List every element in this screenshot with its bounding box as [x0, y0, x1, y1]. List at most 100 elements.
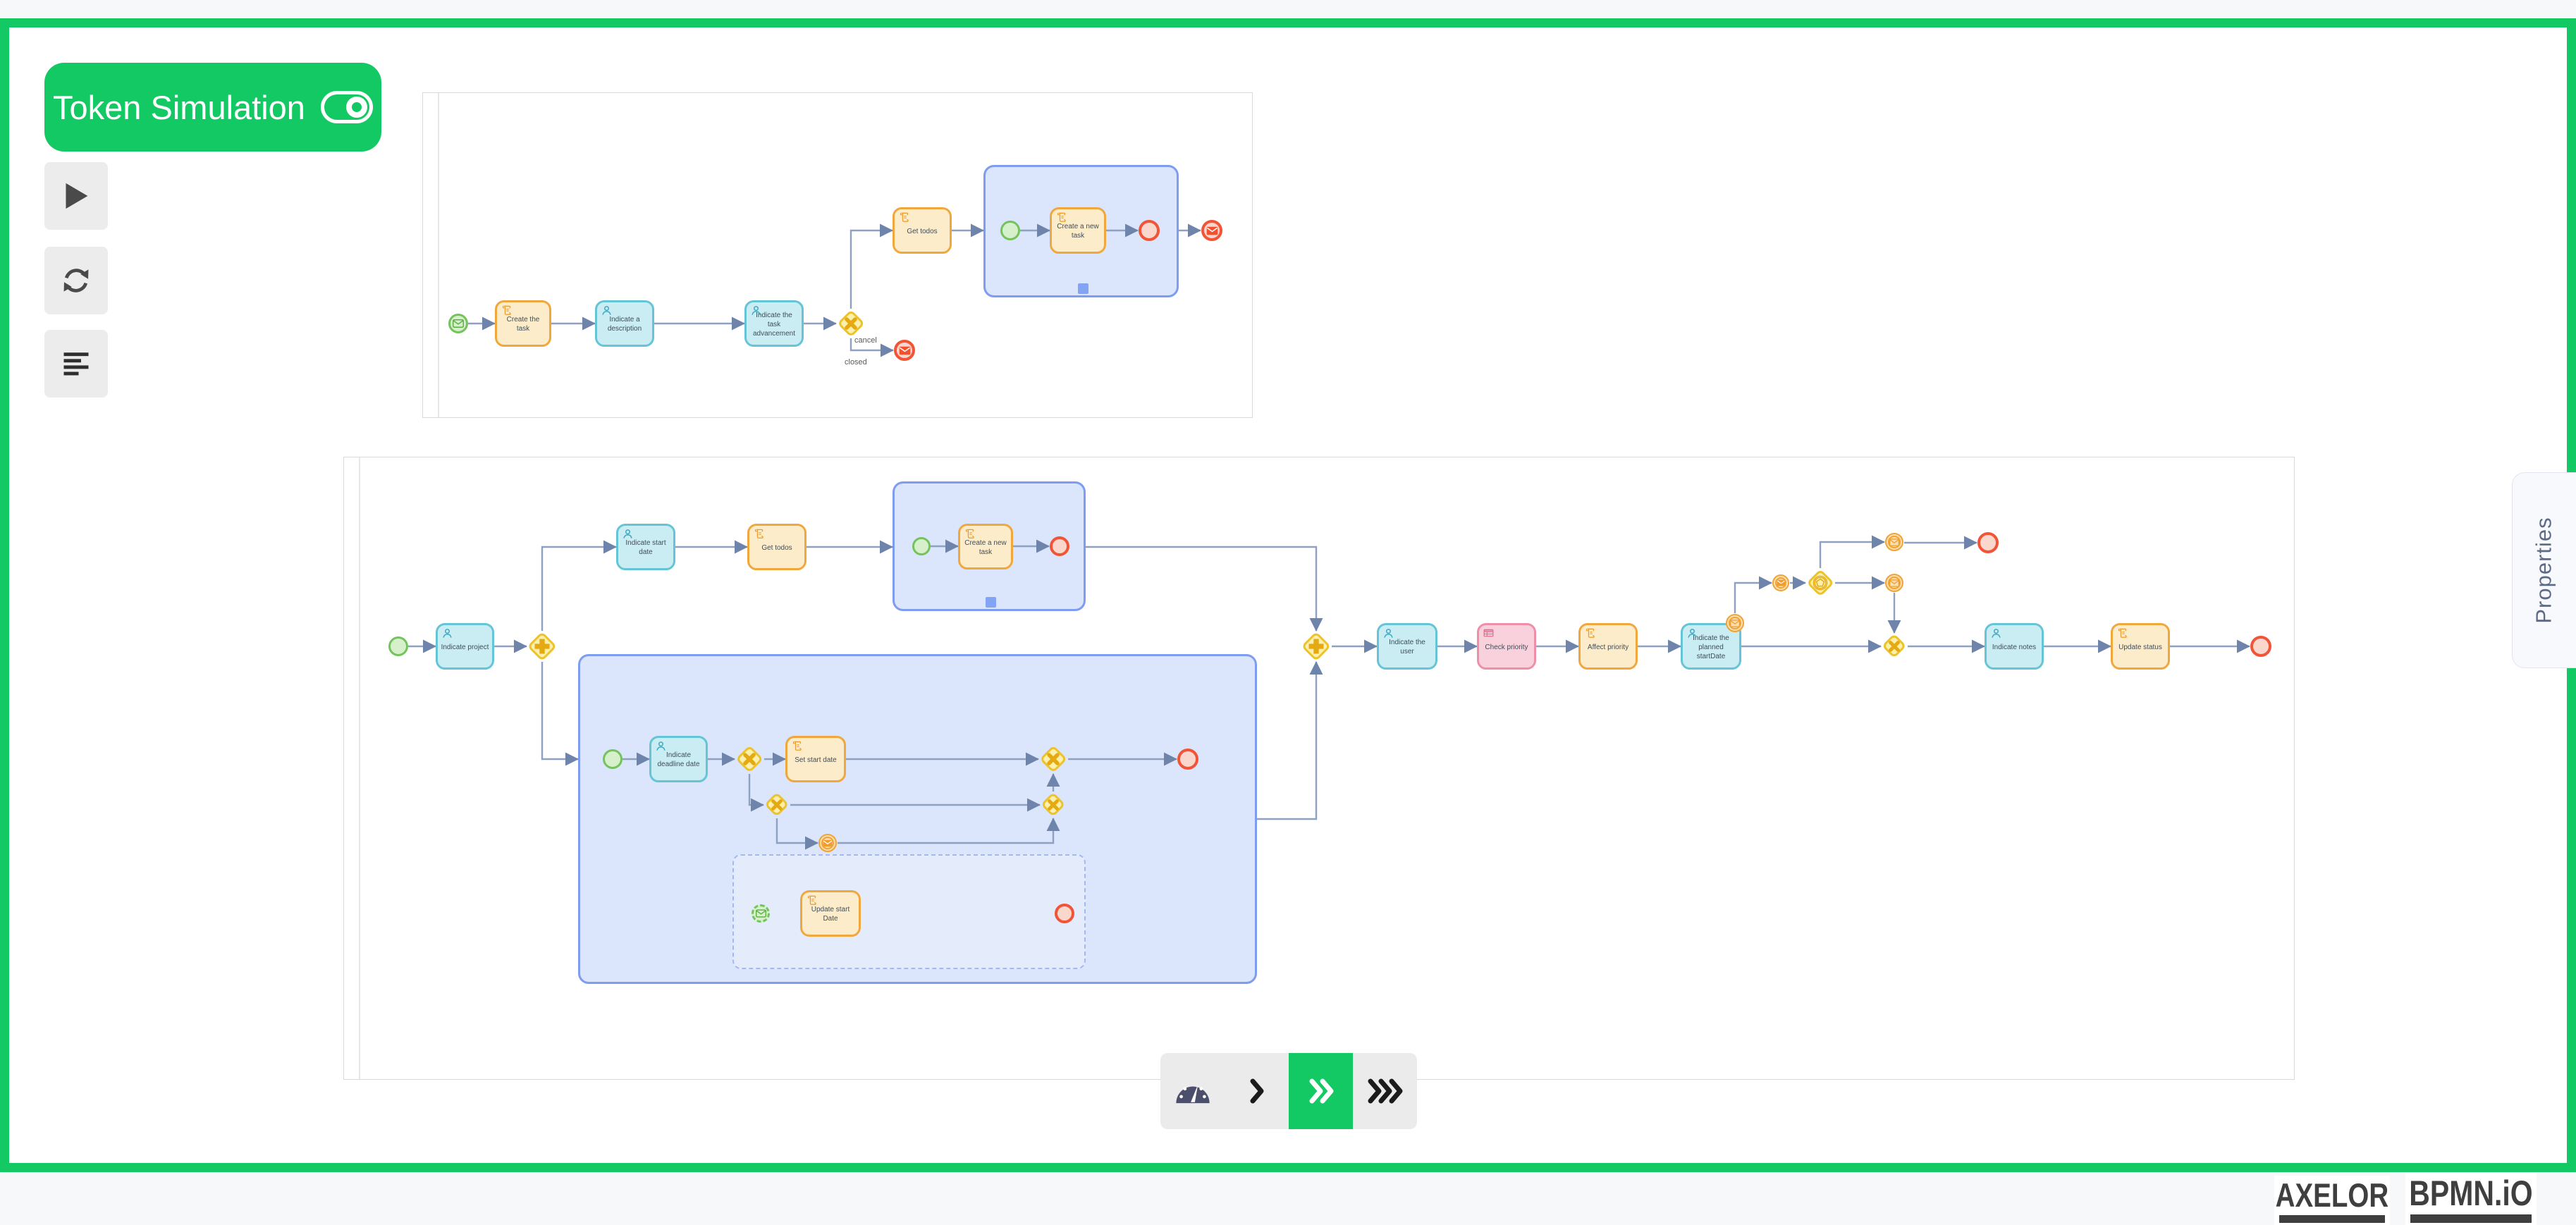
- gateway-exclusive-merge-3[interactable]: [1881, 633, 1908, 660]
- intermediate-event-message-throw[interactable]: [818, 834, 837, 852]
- user-icon: [1384, 629, 1393, 638]
- gateway-exclusive-1[interactable]: [735, 744, 764, 774]
- exclusive-gateway-icon: [1047, 753, 1060, 765]
- user-icon: [1992, 629, 2001, 638]
- script-icon: [807, 895, 816, 905]
- script-icon: [502, 305, 511, 315]
- properties-panel-tab[interactable]: Properties: [2512, 472, 2576, 668]
- task-create-a-new-task[interactable]: Create a new task: [1050, 207, 1106, 254]
- task-label: Indicate deadline date: [657, 751, 700, 768]
- task-set-start-date[interactable]: Set start date: [785, 736, 846, 782]
- speed-slow-button[interactable]: [1225, 1053, 1289, 1129]
- gateway-parallel-merge[interactable]: [1301, 631, 1332, 662]
- task-label: Create the task: [506, 316, 540, 333]
- message-icon: [1206, 226, 1218, 235]
- task-indicate-a-description[interactable]: Indicate a description: [595, 300, 654, 347]
- script-icon: [1586, 628, 1595, 638]
- intermediate-event-message-throw-2[interactable]: [1772, 574, 1789, 591]
- task-indicate-the-user[interactable]: Indicate the user: [1377, 623, 1437, 670]
- exclusive-gateway-icon: [1048, 799, 1059, 811]
- business-rule-icon: [1483, 629, 1494, 637]
- script-icon: [754, 529, 763, 538]
- task-affect-priority[interactable]: Affect priority: [1578, 623, 1638, 670]
- user-icon: [1688, 629, 1697, 638]
- subprocess-marker-icon: [986, 597, 996, 608]
- token-simulation-toggle[interactable]: Token Simulation: [44, 63, 381, 152]
- toggle-on-icon: [320, 91, 373, 123]
- event-ring: [1888, 577, 1901, 589]
- end-event-timeout[interactable]: [1977, 532, 1999, 553]
- task-indicate-project[interactable]: Indicate project: [436, 623, 494, 670]
- task-indicate-deadline-date[interactable]: Indicate deadline date: [649, 736, 708, 782]
- script-icon: [792, 741, 802, 751]
- play-simulation-button[interactable]: [44, 162, 108, 230]
- task-label: Get todos: [761, 543, 792, 552]
- end-event-closed[interactable]: [894, 340, 915, 361]
- task-label: Create a new task: [1057, 223, 1099, 240]
- token-simulation-label: Token Simulation: [53, 88, 305, 126]
- task-indicate-notes[interactable]: Indicate notes: [1985, 623, 2044, 670]
- chevron-icon: [1368, 1078, 1403, 1104]
- speed-normal-button[interactable]: [1289, 1053, 1353, 1129]
- boundary-event-message[interactable]: [1726, 614, 1744, 632]
- exclusive-gateway-icon: [845, 317, 857, 330]
- exclusive-gateway-icon: [743, 753, 756, 765]
- task-update-status[interactable]: Update status: [2111, 623, 2170, 670]
- task-label: Indicate notes: [1992, 643, 2037, 651]
- speed-menu-button[interactable]: [1160, 1053, 1225, 1129]
- end-event-final[interactable]: [2250, 636, 2271, 657]
- start-event-subprocess[interactable]: [1000, 221, 1020, 240]
- log-icon: [63, 352, 89, 376]
- speed-fast-button[interactable]: [1353, 1053, 1417, 1129]
- gateway-parallel-split[interactable]: [527, 631, 558, 662]
- user-icon: [752, 306, 761, 315]
- task-label: Update status: [2118, 643, 2162, 651]
- gateway-exclusive-cancel[interactable]: [836, 309, 866, 338]
- start-event-message[interactable]: [448, 314, 468, 333]
- axelor-logo-text: AXELOR: [2275, 1176, 2389, 1214]
- start-event-subprocess-2[interactable]: [912, 537, 931, 555]
- task-update-start-date[interactable]: Update start Date: [800, 890, 861, 937]
- task-indicate-planned-startdate[interactable]: Indicate the planned startDate: [1681, 623, 1741, 670]
- task-create-a-new-task-2[interactable]: Create a new task: [958, 524, 1013, 570]
- task-label: Indicate project: [441, 643, 489, 651]
- end-event-update[interactable]: [1055, 904, 1074, 923]
- start-event-message-noninterrupting[interactable]: [752, 904, 770, 923]
- user-icon: [656, 741, 666, 751]
- task-label: Check priority: [1485, 643, 1528, 651]
- task-check-priority[interactable]: Check priority: [1477, 623, 1536, 670]
- subprocess-marker-icon: [1077, 283, 1088, 294]
- intermediate-event-message-catch-2[interactable]: [1885, 574, 1903, 592]
- task-get-todos[interactable]: Get todos: [893, 207, 952, 254]
- script-icon: [2118, 628, 2127, 638]
- gateway-exclusive-2[interactable]: [763, 792, 790, 818]
- start-event-deadline[interactable]: [603, 749, 622, 769]
- gateway-exclusive-merge-1[interactable]: [1038, 744, 1068, 774]
- task-create-the-task[interactable]: Create the task: [495, 300, 551, 347]
- top-panel: [0, 0, 2576, 18]
- task-indicate-the-task-advancement[interactable]: Indicate the task advancement: [744, 300, 804, 347]
- reset-simulation-button[interactable]: [44, 247, 108, 314]
- script-icon: [965, 529, 974, 538]
- start-event[interactable]: [388, 636, 408, 656]
- intermediate-event-message-catch-1[interactable]: [1885, 533, 1903, 551]
- simulation-log-button[interactable]: [44, 330, 108, 398]
- parallel-gateway-icon: [534, 639, 550, 654]
- bpmnio-logo[interactable]: BPMN.iO: [2405, 1173, 2537, 1225]
- user-icon: [443, 629, 452, 638]
- end-event-subprocess[interactable]: [1139, 220, 1160, 241]
- task-get-todos-2[interactable]: Get todos: [747, 524, 806, 570]
- end-event-message[interactable]: [1201, 220, 1222, 241]
- end-event-subprocess-2[interactable]: [1050, 536, 1069, 556]
- event-subprocess-update[interactable]: [732, 854, 1086, 969]
- script-icon: [900, 212, 909, 222]
- end-event-deadline[interactable]: [1177, 749, 1198, 770]
- task-indicate-start-date[interactable]: Indicate start date: [616, 524, 675, 570]
- gateway-event-based[interactable]: [1805, 568, 1835, 598]
- event-ring: [1775, 577, 1786, 589]
- task-label: Indicate a description: [607, 316, 642, 333]
- gateway-exclusive-merge-2[interactable]: [1040, 792, 1067, 818]
- axelor-logo[interactable]: AXELOR: [2274, 1176, 2390, 1225]
- message-icon: [755, 909, 766, 918]
